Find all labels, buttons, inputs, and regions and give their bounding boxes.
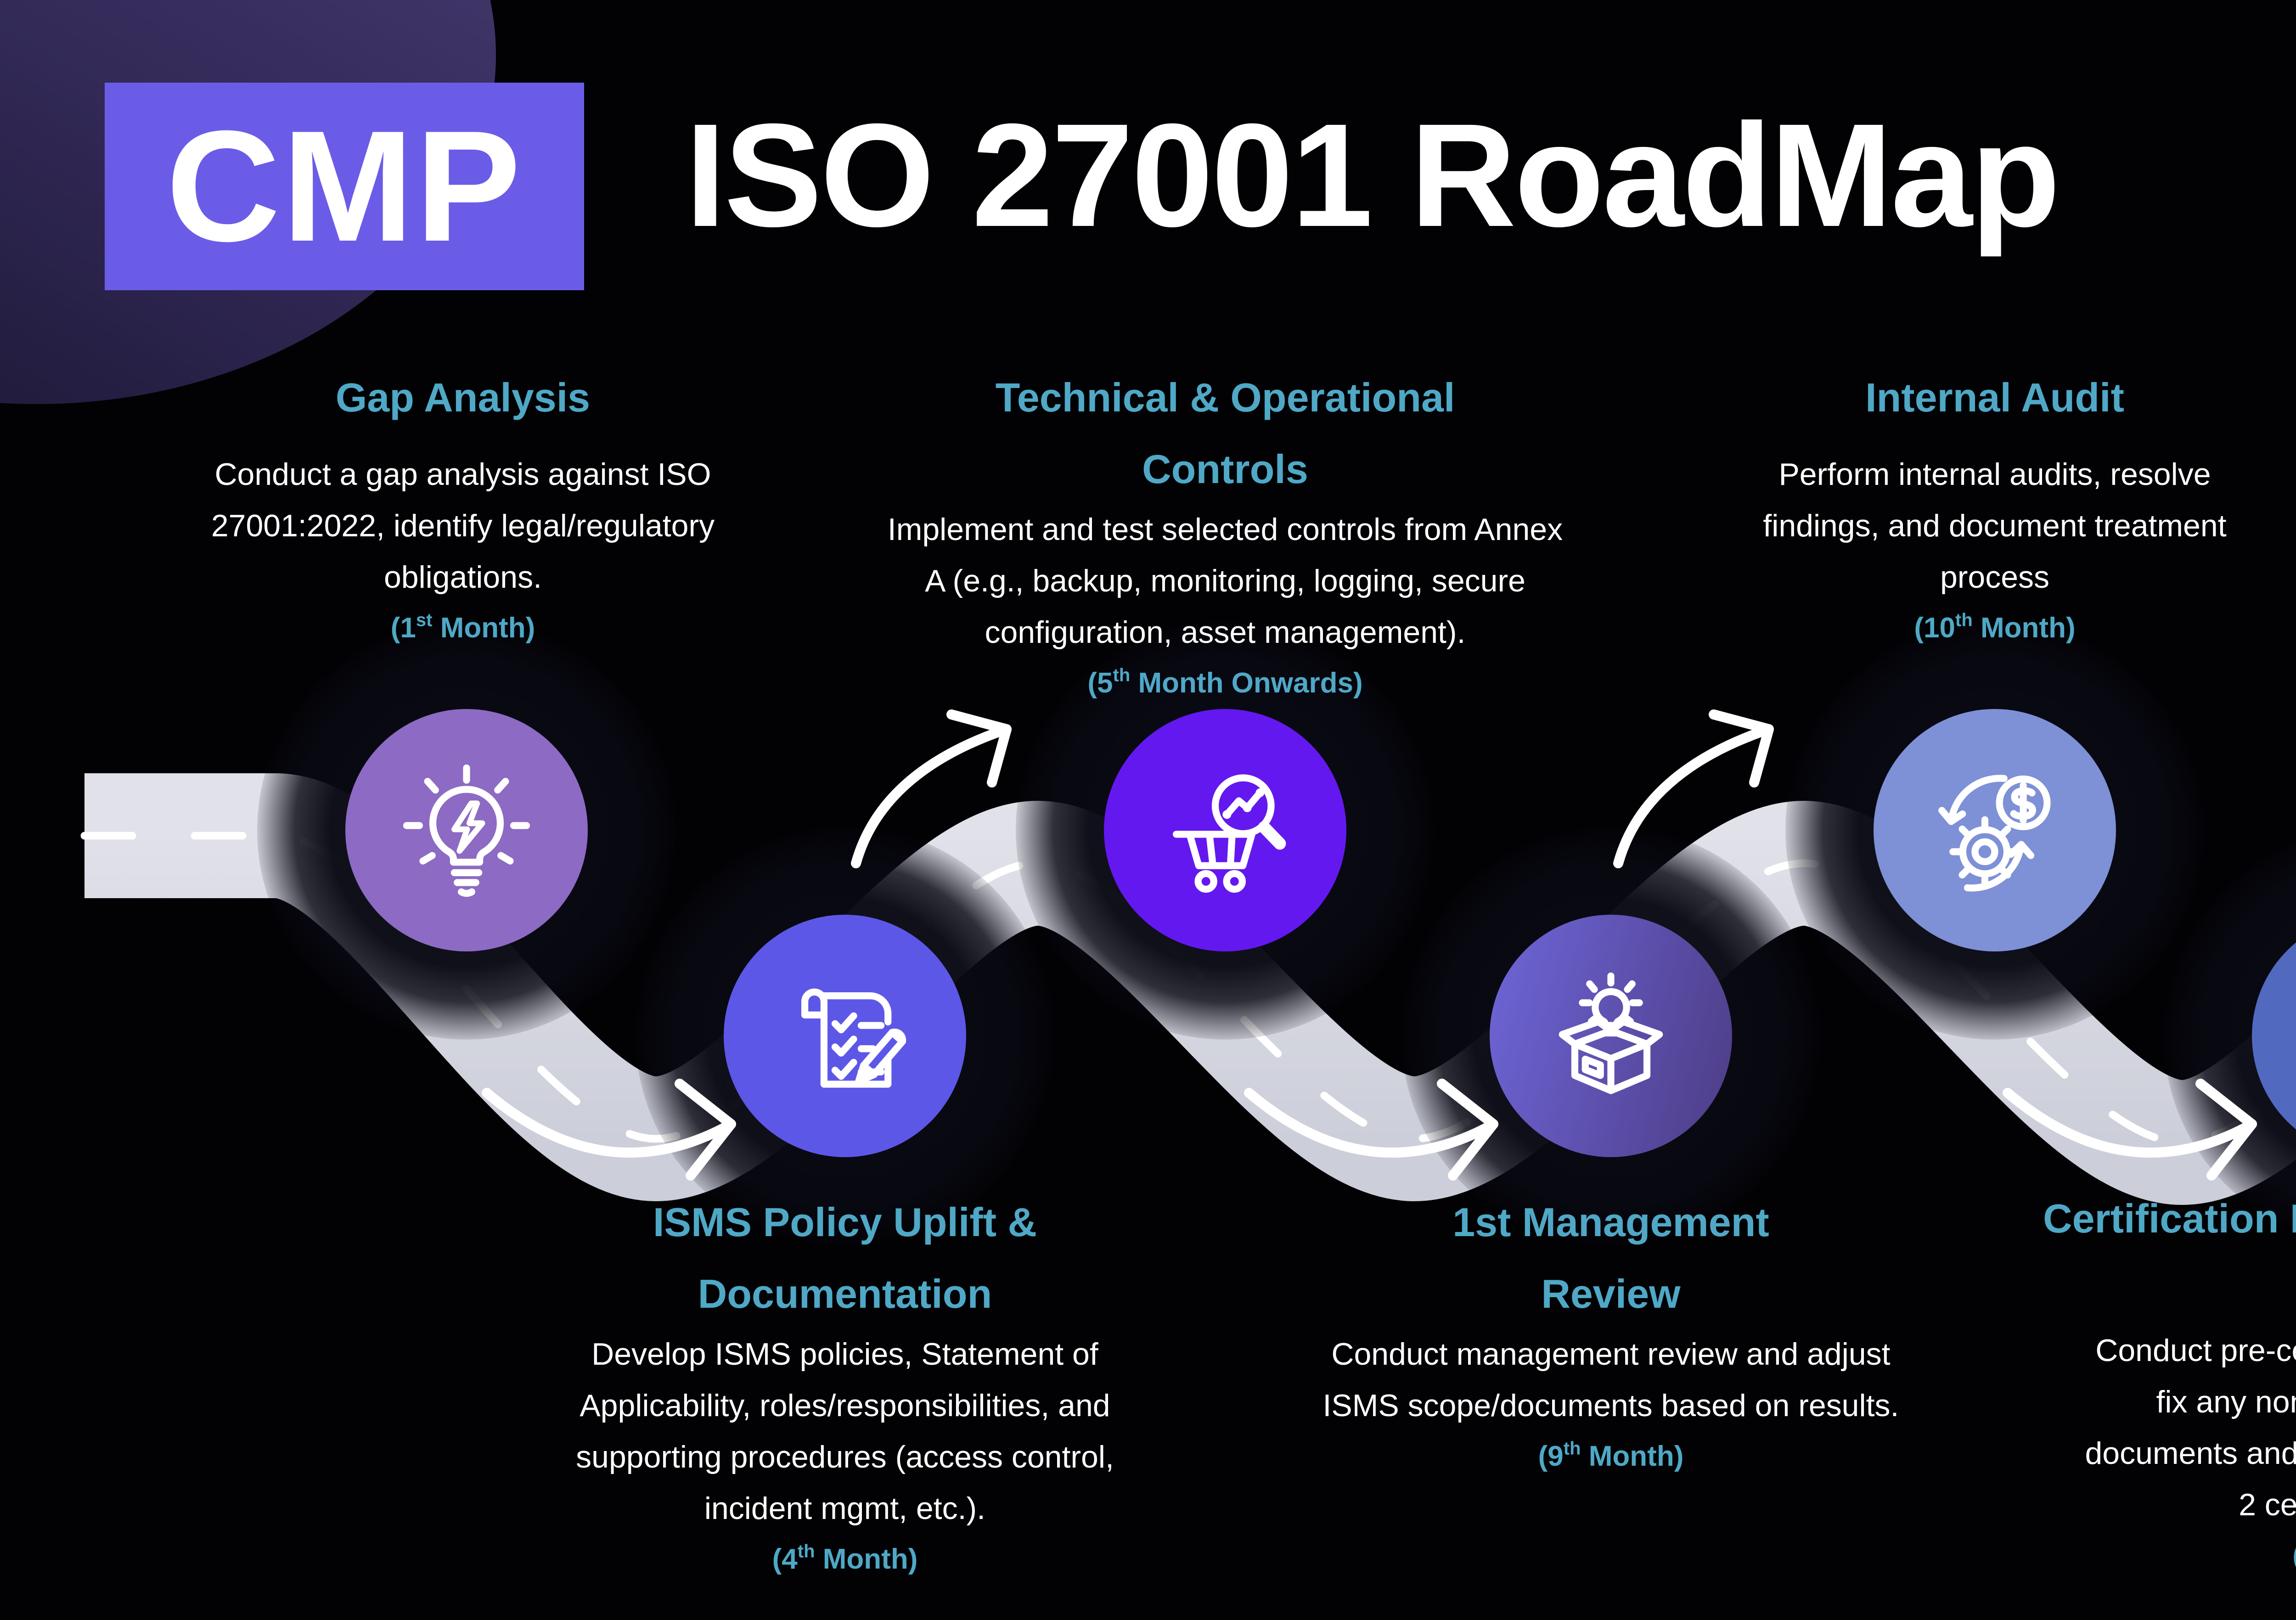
milestone-block-isms-policy: ISMS Policy Uplift & Documentation Devel… xyxy=(522,1187,1168,1583)
milestone-node-internal-audit xyxy=(1785,621,2204,1040)
box-lightbulb-icon xyxy=(1559,972,1663,1094)
milestone-circle xyxy=(2252,915,2296,1157)
milestone-description: Conduct a gap analysis against ISO 27001… xyxy=(211,457,715,595)
milestone-title: Internal Audit xyxy=(1865,375,2124,421)
milestone-description: Conduct management review and adjust ISM… xyxy=(1322,1337,1899,1423)
milestone-title: 1st Management Review xyxy=(1452,1199,1769,1317)
milestone-circle xyxy=(724,915,966,1157)
milestone-month: (9th Month) xyxy=(1538,1440,1684,1473)
lightbulb-bolt-icon xyxy=(403,764,530,897)
milestone-description: Conduct pre-certification (stage 1) audi… xyxy=(2085,1333,2296,1523)
milestone-month: (10th Month) xyxy=(1914,611,2076,645)
milestone-month: (1st Month) xyxy=(390,611,535,645)
milestone-node-gap-analysis xyxy=(257,621,676,1040)
milestone-description: Implement and test selected controls fro… xyxy=(887,512,1563,650)
milestone-month: (5th Month Onwards) xyxy=(1087,666,1363,700)
checklist-pencil-icon xyxy=(801,988,906,1088)
milestone-title: Technical & Operational Controls xyxy=(995,375,1455,492)
logo-text: CMP xyxy=(166,98,523,275)
milestone-node-certification xyxy=(2164,827,2296,1245)
milestone-block-certification: Certification Readiness & External Audit… xyxy=(2038,1183,2296,1580)
milestone-month: (12th Month) xyxy=(2038,1536,2296,1580)
milestone-month: (4th Month) xyxy=(772,1542,918,1576)
milestone-description: Develop ISMS policies, Statement of Appl… xyxy=(576,1337,1114,1526)
milestone-title: ISMS Policy Uplift & Documentation xyxy=(653,1199,1037,1317)
milestone-node-isms-policy xyxy=(636,827,1054,1245)
milestone-block-management-review: 1st Management Review Conduct management… xyxy=(1291,1187,1930,1480)
gear-dollar-sync-icon xyxy=(1938,775,2051,892)
milestone-description: Perform internal audits, resolve finding… xyxy=(1763,457,2227,595)
milestone-node-management-review xyxy=(1401,827,1820,1245)
milestone-block-gap-analysis: Gap Analysis Conduct a gap analysis agai… xyxy=(160,362,766,652)
milestone-title: Certification Readiness & External Audit xyxy=(2043,1196,2296,1242)
page-title: ISO 27001 RoadMap xyxy=(685,94,2060,257)
milestone-block-internal-audit: Internal Audit Perform internal audits, … xyxy=(1719,362,2270,652)
cart-magnifier-icon xyxy=(1173,774,1286,893)
logo-badge: CMP xyxy=(105,83,584,290)
milestone-block-technical-controls: Technical & Operational Controls Impleme… xyxy=(874,362,1576,707)
milestone-title: Gap Analysis xyxy=(335,375,591,421)
milestone-node-technical-controls xyxy=(1016,621,1435,1040)
